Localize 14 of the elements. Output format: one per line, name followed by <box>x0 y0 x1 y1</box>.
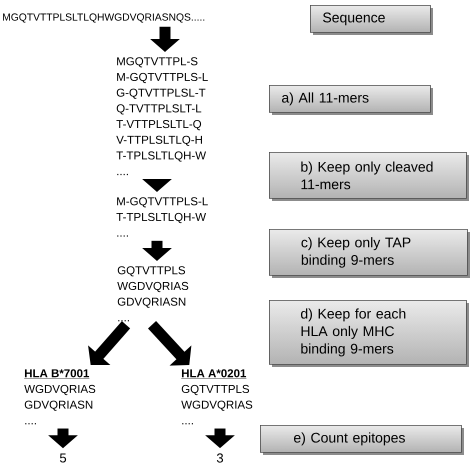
peptide-list: HLA A*0201 GQTVTTPLS WGDVQRIAS .... <box>181 369 252 424</box>
sequence-text: MGQTVTTPLSLTLQHWGDVQRIASNQS..... <box>3 13 204 23</box>
step-box: b) Keep only cleaved 11-mers <box>269 152 469 201</box>
peptide-list: GQTVTTPLS WGDVQRIAS GDVQRIASN .... <box>117 266 188 322</box>
count-number: 3 <box>216 453 224 463</box>
step-box: e) Count epitopes <box>260 425 464 455</box>
step-box: Sequence <box>310 5 433 35</box>
step-box: c) Keep only TAP binding 9-mers <box>269 229 470 278</box>
peptide-list: HLA B*7001 WGDVQRIAS GDVQRIASN .... <box>24 369 96 424</box>
step-box: a) All 11-mers <box>269 85 433 115</box>
step-box: d) Keep for each HLA only MHC binding 9-mers <box>269 300 469 367</box>
count-number: 5 <box>60 453 66 463</box>
peptide-list: MGQTVTTPL-S M-GQTVTTPLS-L G-QTVTTPLSL-T Q-TVTTPLSLT-L T-VTTPLSLTL-Q V-TTPLSLTLQ-H T-TPLSLTLQH-W .... <box>116 57 208 176</box>
peptide-list: M-GQTVTTPLS-L T-TPLSLTLQH-W .... <box>116 197 208 237</box>
